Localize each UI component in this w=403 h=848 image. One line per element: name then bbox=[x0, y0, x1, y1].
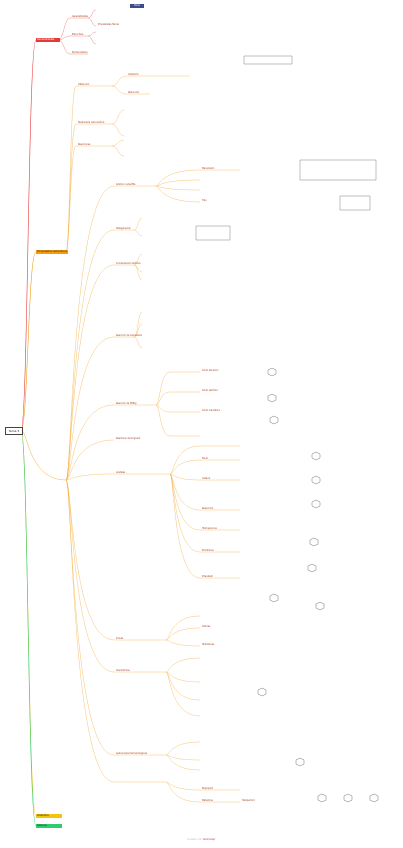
node-oxidacion[interactable]: Oxidación bbox=[128, 73, 139, 76]
node-propiedades[interactable]: Propiedades físicas bbox=[98, 23, 119, 26]
node-acido-salicilico[interactable]: Ácido salicílico bbox=[202, 389, 218, 392]
branch-compuestos-carbonilicos[interactable]: Compuestos carbonílicos bbox=[36, 250, 68, 254]
node-hidrazonas[interactable]: Hidrazonas bbox=[202, 643, 215, 646]
node-mecanismo[interactable]: Mecanismo bbox=[202, 167, 215, 170]
node-resorcinol[interactable]: Resorcinol bbox=[202, 507, 214, 510]
node-wittig[interactable]: Reacción de Wittig bbox=[116, 402, 137, 405]
node-tautomeria[interactable]: Tautomería ceto-enólica bbox=[78, 121, 105, 124]
node-adicion-nucleofila[interactable]: Adición nucleófila bbox=[116, 183, 136, 186]
node-hidroquinona[interactable]: Hidroquinona bbox=[202, 527, 217, 530]
node-nomenclatura[interactable]: Nomenclatura bbox=[72, 51, 88, 54]
node-iminas[interactable]: Iminas bbox=[116, 637, 124, 640]
branch-cetonas[interactable]: Cetonas bbox=[36, 824, 62, 828]
node-catecol[interactable]: Catecol bbox=[202, 477, 211, 480]
node-piracetam[interactable]: Piracetam bbox=[202, 575, 213, 578]
node-haloperidol[interactable]: Haloperidol bbox=[242, 799, 255, 802]
branch-generalidades[interactable]: Generalidades cetonas bbox=[36, 38, 60, 45]
node-obtencion[interactable]: Obtención bbox=[78, 83, 90, 86]
footer-prefix: Creado con bbox=[187, 838, 203, 841]
root-node[interactable]: Tema 5 bbox=[5, 427, 23, 435]
node-grignard[interactable]: Reactivos de Grignard bbox=[116, 437, 141, 440]
node-metadona[interactable]: Metadona bbox=[202, 799, 213, 802]
branch-aldehidos[interactable]: Aldehídos bbox=[36, 814, 62, 818]
header-badge: Tema bbox=[130, 4, 144, 8]
node-acetales[interactable]: Acetales bbox=[116, 471, 126, 474]
node-aplicaciones[interactable]: Aplicaciones farmacológicas bbox=[116, 752, 147, 755]
node-halogenacion[interactable]: Halogenación bbox=[116, 227, 131, 230]
node-reacciones[interactable]: Reacciones bbox=[78, 143, 91, 146]
node-bupropion[interactable]: Bupropión bbox=[202, 787, 214, 790]
node-generalidades[interactable]: Generalidades bbox=[72, 15, 88, 18]
node-acido-mandelico[interactable]: Ácido mandélico bbox=[202, 409, 221, 412]
node-oximas[interactable]: Oximas bbox=[202, 625, 211, 628]
node-acido-benzoico[interactable]: Ácido benzoico bbox=[202, 369, 219, 372]
node-tipo[interactable]: Tipo bbox=[202, 199, 207, 202]
node-cannizzaro[interactable]: Reacción de Cannizzaro bbox=[116, 334, 143, 337]
node-reduccion[interactable]: Reducción bbox=[128, 91, 140, 94]
node-condensacion[interactable]: Condensación aldólica bbox=[116, 262, 141, 265]
node-pirrolidona[interactable]: Pirrolidona bbox=[202, 549, 214, 552]
node-estructura[interactable]: Estructura bbox=[72, 33, 84, 36]
node-fenol[interactable]: Fenol bbox=[202, 457, 208, 460]
node-cianhidrinas[interactable]: Cianhidrinas bbox=[116, 669, 130, 672]
footer: Creado con GoConqr bbox=[0, 838, 403, 841]
footer-brand-link[interactable]: GoConqr bbox=[202, 838, 216, 841]
